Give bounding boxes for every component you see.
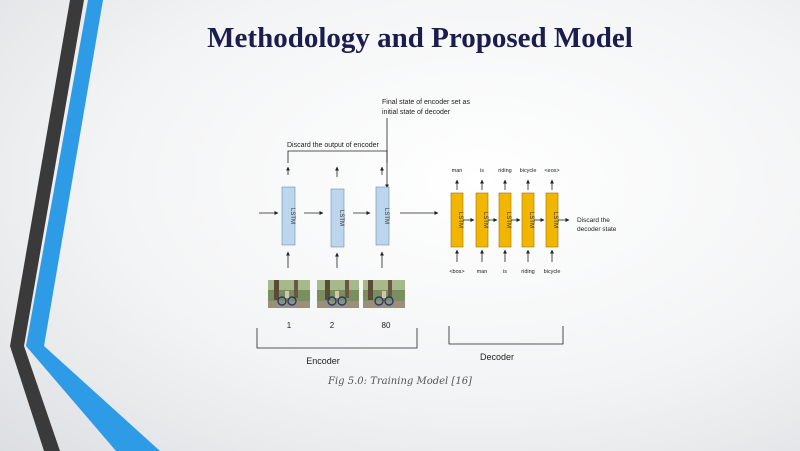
decoder-output-word: man [452, 168, 463, 174]
decoder-output-word: is [480, 168, 484, 174]
video-frame-1 [268, 280, 310, 308]
decoder-cell-label: LSTM [505, 212, 511, 228]
decoder-cell-label: LSTM [528, 212, 534, 228]
encoder-lstm-cell [330, 188, 345, 248]
encoder-cell-label: LSTM [383, 208, 389, 224]
encoder-step-label: 2 [330, 321, 335, 330]
decoder-cell-label: LSTM [482, 212, 488, 228]
encoder-lstm-cell [281, 186, 296, 246]
encoder-label: Encoder [306, 356, 340, 366]
blue-stripe [26, 0, 160, 451]
encoder-cell-label: LSTM [338, 210, 344, 226]
video-frame-2 [317, 280, 359, 308]
decoder-input-word: bicycle [544, 269, 561, 275]
discard-output-bracket [287, 150, 388, 163]
final-state-note-line2: initial state of decoder [382, 109, 451, 116]
encoder-step-label: 1 [287, 321, 292, 330]
discard-state-note-line2: decoder state [577, 226, 617, 233]
decoder-layer: LSTMman<bos>LSTMismanLSTMridingisLSTMbic… [449, 168, 570, 275]
final-state-note-line1: Final state of encoder set as [382, 99, 470, 106]
decoder-output-word: bicycle [520, 168, 537, 174]
encoder-cell-label: LSTM [289, 208, 295, 224]
discard-state-note-line1: Discard the [577, 217, 610, 224]
decoder-label: Decoder [480, 352, 514, 362]
decoder-output-word: <eos> [544, 168, 559, 174]
figure-caption: Fig 5.0: Training Model [16] [328, 376, 472, 387]
video-frame-80 [363, 280, 405, 308]
slide-title: Methodology and Proposed Model [207, 22, 633, 54]
decoder-output-word: riding [498, 168, 511, 174]
decoder-bracket [448, 326, 564, 345]
discard-output-note: Discard the output of encoder [287, 142, 380, 149]
encoder-step-label: 80 [382, 321, 391, 330]
encoder-bracket [256, 328, 418, 349]
decoder-input-word: riding [521, 269, 534, 275]
decoder-cell-label: LSTM [457, 212, 463, 228]
decoder-input-word: is [503, 269, 507, 275]
decoder-input-word: man [477, 269, 488, 275]
decoder-cell-label: LSTM [552, 212, 558, 228]
encoder-lstm-cell [375, 186, 390, 246]
decoder-input-word: <bos> [449, 269, 464, 275]
